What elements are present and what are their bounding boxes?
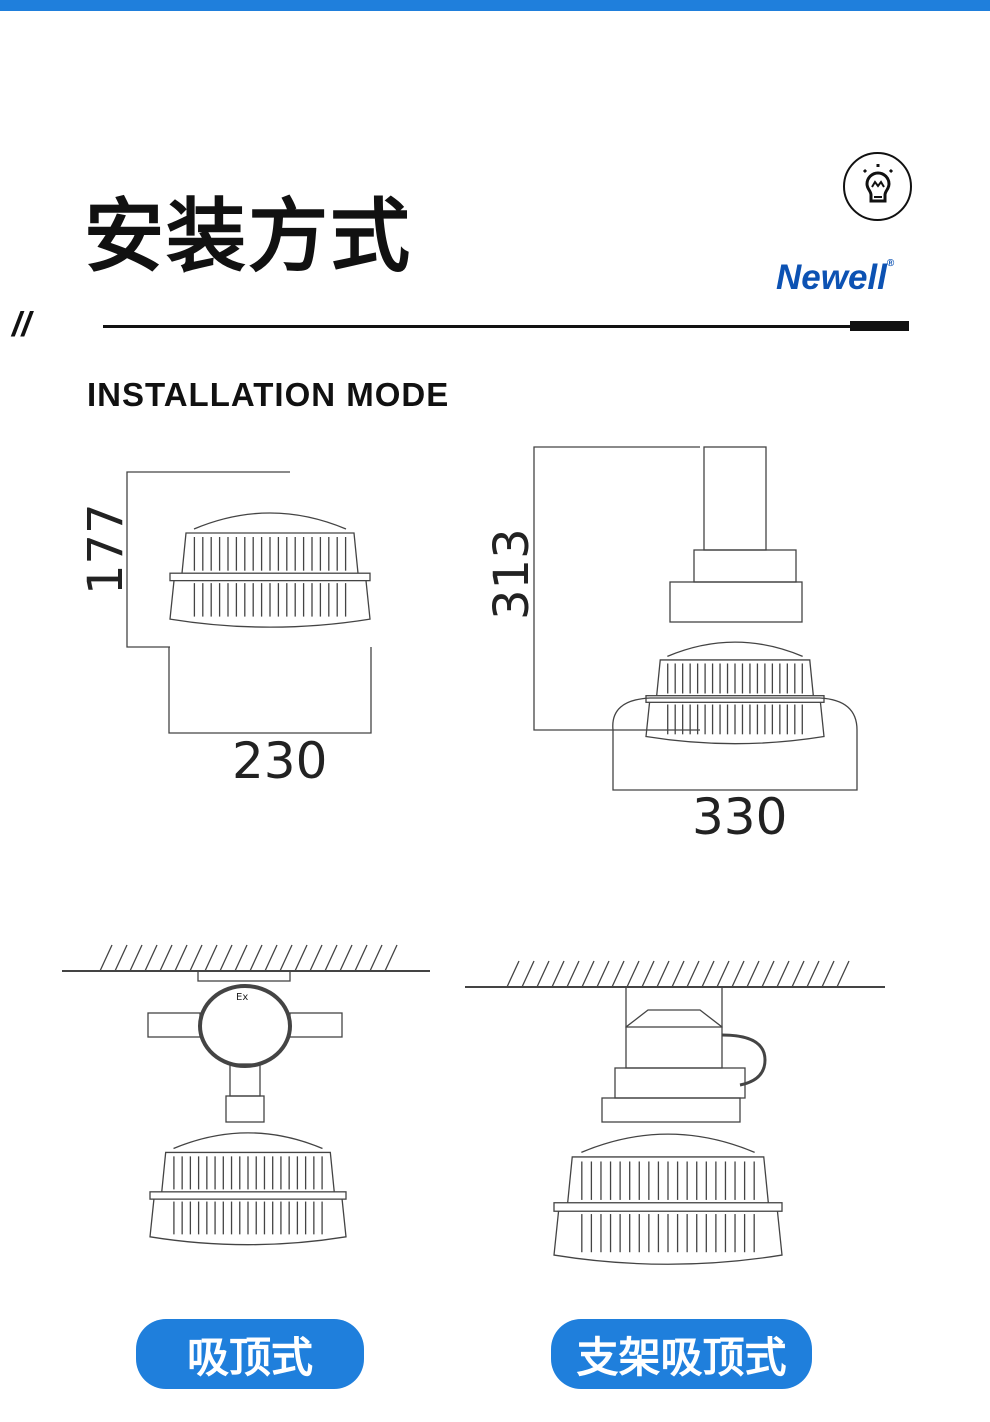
large-lamp-width-label: 330 <box>692 788 787 846</box>
mode-ceiling-mount: 吸顶式 <box>136 1319 364 1389</box>
small-lamp-dimension-lines <box>126 471 372 734</box>
large-lamp-height-label: 313 <box>484 528 540 620</box>
ceiling-mount-drawing <box>62 944 430 1123</box>
divider-accent <box>850 321 909 331</box>
bracket-lamp-drawing <box>553 1133 783 1265</box>
large-lamp-drawing <box>645 641 825 745</box>
divider <box>103 325 853 328</box>
small-lamp-drawing <box>169 512 371 628</box>
lightbulb-icon <box>843 152 912 221</box>
bracket-mount-drawing <box>465 960 885 1123</box>
decorative-slashes: // <box>12 306 31 344</box>
top-accent-bar <box>0 0 990 11</box>
page-subtitle: INSTALLATION MODE <box>87 376 450 413</box>
ceiling-lamp-drawing <box>149 1132 347 1246</box>
small-lamp-width-label: 230 <box>232 732 327 790</box>
large-lamp-dimension-lines <box>533 446 858 791</box>
page-title: 安装方式 <box>84 190 412 283</box>
mode-bracket-ceiling-mount: 支架吸顶式 <box>551 1319 812 1389</box>
brand-logo: Newell® <box>776 258 895 297</box>
ex-mark: Ex <box>236 992 248 1003</box>
small-lamp-height-label: 177 <box>78 503 134 595</box>
